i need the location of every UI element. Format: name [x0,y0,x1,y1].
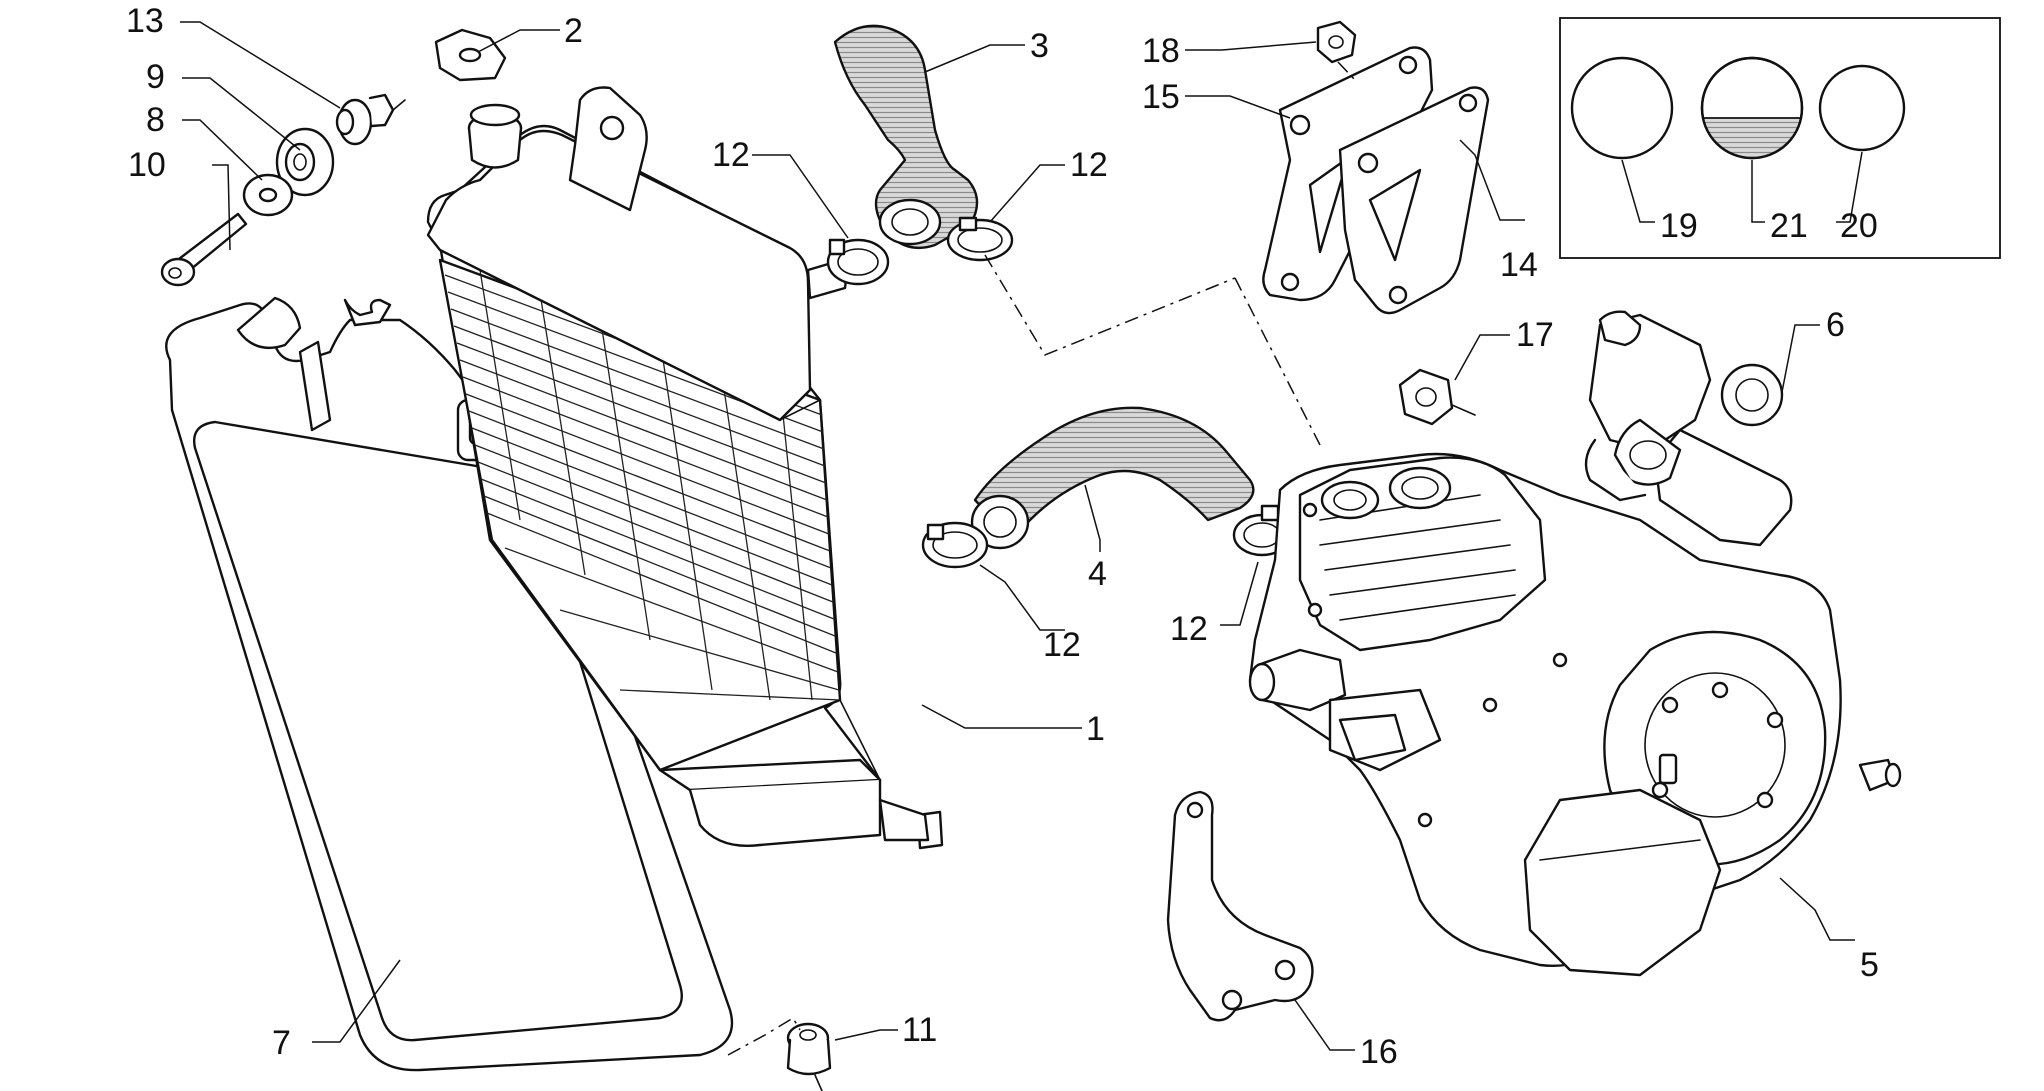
rubber-grommet-part-9 [275,127,335,197]
callout-12-upper-left: 12 [712,136,750,174]
radiator-part-1 [426,86,944,850]
callout-16: 16 [1360,1033,1398,1071]
callout-21: 21 [1770,207,1808,245]
hose-clamp-part-12-b [946,216,1014,262]
nut-part-18 [1316,20,1357,64]
callout-19: 19 [1660,207,1698,245]
assembly-line-drain-plug [727,1016,801,1056]
drain-plug-part-11 [786,1022,832,1091]
callout-7: 7 [272,1024,291,1062]
upper-hose-part-3 [833,24,979,250]
callout-10: 10 [128,146,166,184]
callout-13: 13 [126,2,164,40]
callout-1: 1 [1086,710,1105,748]
leader-lines [180,21,1863,1051]
callout-18: 18 [1142,32,1180,70]
seal-part-21 [1700,56,1804,160]
assembly-line-hose-bracket [984,254,1236,356]
callout-4: 4 [1088,555,1107,593]
callout-5: 5 [1860,946,1879,984]
callout-12-upper-right: 12 [1070,146,1108,184]
washer-part-8 [242,173,294,217]
engine-part-5 [1248,452,1902,977]
callout-15: 15 [1142,78,1180,116]
hose-clamp-part-12-c [921,521,989,569]
callout-12-lower-right: 12 [1170,610,1208,648]
callout-6: 6 [1826,306,1845,344]
callout-11: 11 [902,1011,937,1049]
assembly-line-nut-18 [1337,61,1356,81]
legend-box [1559,17,2001,259]
mounting-nut-part-13 [335,93,406,146]
carburetor-part-6 [1584,310,1793,547]
callout-labels: 1 2 3 4 5 6 7 8 9 10 11 12 12 12 12 13 1… [126,2,1879,1071]
seal-part-19 [1570,56,1674,160]
assembly-line-bracket-engine [1234,277,1321,446]
screw-part-10 [160,212,248,287]
callout-8: 8 [146,101,165,139]
callout-12-lower-left: 12 [1043,626,1081,664]
callout-9: 9 [146,58,165,96]
callout-2: 2 [564,12,583,50]
callout-20: 20 [1840,207,1878,245]
lower-hose-part-4 [970,406,1255,550]
seal-part-20 [1818,64,1906,152]
radiator-cap-part-2 [434,28,507,82]
hose-clamp-part-12-a [826,238,890,286]
bracket-part-14 [1338,86,1490,315]
callout-14: 14 [1500,246,1538,284]
callout-17: 17 [1516,316,1554,354]
bracket-part-16 [1166,790,1314,1022]
nut-part-17 [1398,368,1476,426]
callout-3: 3 [1030,27,1049,65]
